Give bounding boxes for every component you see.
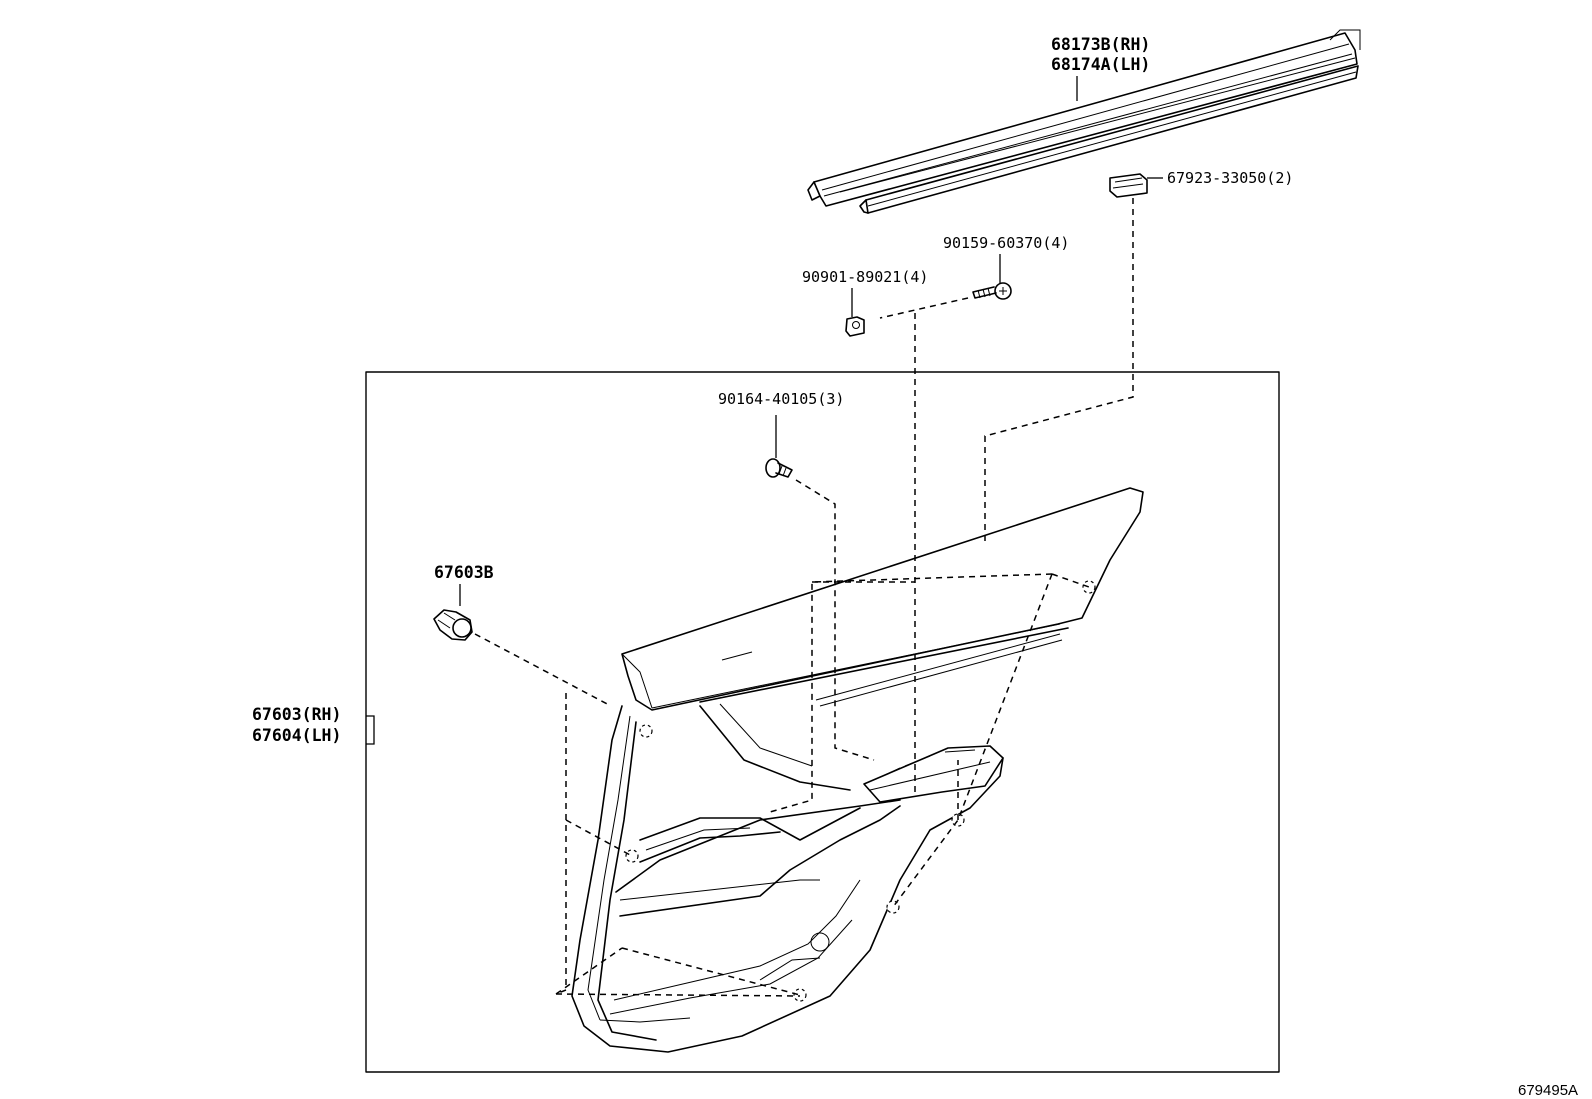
assembly-frame xyxy=(365,371,1280,1073)
label-door-trim-rh: 67603(RH) xyxy=(252,705,341,724)
label-door-trim-lh: 67604(LH) xyxy=(252,726,341,745)
nut-90901-illustration xyxy=(845,288,865,337)
label-weatherstrip-rh: 68173B(RH) xyxy=(1051,35,1150,54)
label-screw-90164: 90164-40105(3) xyxy=(718,390,844,408)
label-clip-67603b: 67603B xyxy=(434,563,494,582)
label-weatherstrip-lh: 68174A(LH) xyxy=(1051,55,1150,74)
clip-67603b-illustration xyxy=(433,584,473,641)
label-clip-67923: 67923-33050(2) xyxy=(1167,169,1293,187)
label-screw-90159: 90159-60370(4) xyxy=(943,234,1069,252)
screw-90159-illustration xyxy=(972,254,1012,300)
label-nut-90901: 90901-89021(4) xyxy=(802,268,928,286)
door-trim-panel-illustration xyxy=(571,487,1144,1053)
diagram-reference-code: 679495A xyxy=(1518,1082,1578,1099)
screw-90164-illustration xyxy=(765,415,793,478)
weatherstrip-illustration xyxy=(807,29,1361,214)
clip-67923-illustration xyxy=(1109,173,1163,198)
clip-hole-markers xyxy=(625,580,1096,1002)
